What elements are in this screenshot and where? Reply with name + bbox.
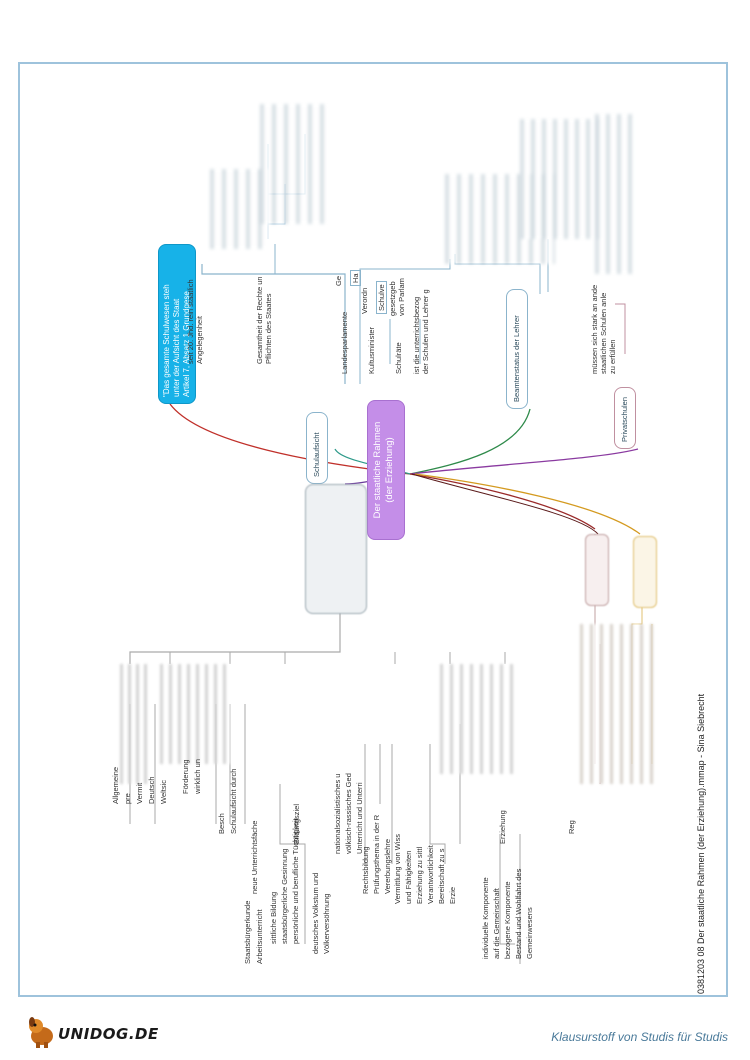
list-col2: Förderung wirklich un: [181, 758, 202, 794]
logo-text: UNIDOG.DE: [58, 1025, 159, 1043]
blurred-orange-node: [633, 536, 657, 608]
sa-km-sub2: Schulve: [376, 281, 387, 314]
blurred-lower-block-2: [160, 664, 230, 764]
sa-sr-sub: gesetzgeb von Parlam: [388, 278, 406, 316]
document-filename: 0381203 08 Der staatliche Rahmen (der Er…: [696, 693, 706, 994]
edge-red-down: [409, 473, 596, 530]
list-col5: neue Unterrichtsfäche: [250, 820, 259, 894]
branch-beamtenstatus[interactable]: Beamtenstatus der Lehrer: [506, 289, 528, 409]
blurred-lower-block-4: [580, 624, 660, 784]
center-node[interactable]: Der staatliche Rahmen (der Erziehung): [367, 400, 405, 540]
sa-lp-sub2: Ha: [350, 270, 361, 286]
list-col7: Bildungsziel: [292, 803, 301, 844]
branch-schulaufsicht-label: Schulaufsicht: [312, 432, 321, 477]
list-col14: Reg: [567, 820, 576, 834]
footer-slogan: Klausurstoff von Studis für Studis: [551, 1030, 728, 1044]
mindmap-canvas: "Das gesamte Schulwesen steh unter der A…: [20, 64, 726, 995]
list-col10: Rechtsbildung Prüfungsthema in der R Ver…: [361, 814, 392, 894]
sa-landesparlamente: Landesparlamente: [340, 311, 349, 374]
blurred-lower-block-1: [120, 664, 150, 784]
list-col1: Allgemeine pre Vermit Deutsch Weltsic: [111, 766, 168, 804]
sa-km-sub1: Verordn: [360, 287, 369, 314]
blurred-detail-upper-2: [520, 119, 600, 239]
privatschulen-text: müssen sich stark an ande staatlichen Sc…: [590, 284, 617, 374]
edge-orange-down: [414, 473, 641, 535]
edge-privat: [409, 448, 639, 475]
quote-line-2: unter der Aufsicht des Staat: [172, 298, 181, 397]
list-col13: Erziehung: [498, 810, 507, 844]
edge-beamten: [409, 408, 531, 475]
sa-item-1: seit 20. Jhd. rein staatlich Angelegenhe…: [186, 279, 204, 364]
branch-privatschulen[interactable]: Privatschulen: [614, 387, 636, 449]
list-col8: deutsches Volkstum und Völkerversöhnung: [311, 872, 331, 954]
branch-privatschulen-label: Privatschulen: [620, 396, 629, 442]
edge-darkred-down: [411, 473, 599, 535]
connector-lines: [129, 134, 653, 964]
blurred-left-main-node: [305, 484, 367, 614]
list-col12: individuelle Komponente auf die Gemeinsc…: [481, 868, 534, 959]
blurred-red-node: [585, 534, 609, 606]
branch-beamtenstatus-label: Beamtenstatus der Lehrer: [512, 315, 521, 402]
sa-item-2: Gesamtheit der Rechte un Pflichten des S…: [255, 276, 273, 364]
blurred-lower-block-3: [440, 664, 520, 774]
quote-line-1: "Das gesamte Schulwesen steh: [162, 284, 171, 397]
unidog-logo: [24, 1014, 60, 1050]
center-subtitle: (der Erziehung): [384, 437, 395, 503]
list-col11: Vermittlung von Wiss und Fähigkeiten Erz…: [393, 833, 457, 904]
dog-icon: [29, 1017, 53, 1048]
center-title: Der staatliche Rahmen: [372, 421, 383, 519]
sa-kultusminister: Kultusminister: [367, 326, 376, 374]
blurred-detail-upper-3: [595, 114, 635, 274]
list-col4: Staatsbürgerkunde Arbeitsunterricht: [243, 900, 264, 964]
blurred-detail-upper-5: [260, 104, 330, 224]
list-col3: Besch Schulaufsicht durch: [217, 768, 238, 834]
sa-lp-sub1: Ge: [334, 275, 343, 286]
branch-schulaufsicht[interactable]: Schulaufsicht: [306, 412, 328, 484]
sa-item-last: ist die unterrichtsbezog der Schulen und…: [412, 289, 430, 374]
sa-schulraete: Schulräte: [394, 342, 403, 374]
